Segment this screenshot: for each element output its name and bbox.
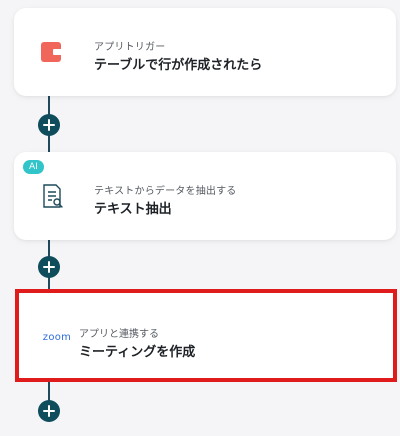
step-title: テーブルで行が作成されたら <box>94 58 263 73</box>
step-card-text-extraction[interactable]: テキストからデータを抽出する テキスト抽出 <box>14 152 396 240</box>
zoom-logo-icon: zoom <box>35 327 79 347</box>
plus-icon <box>43 405 55 417</box>
add-step-button[interactable] <box>38 256 60 278</box>
step-subtitle: テキストからデータを抽出する <box>94 186 237 197</box>
step-title: ミーティングを作成 <box>79 345 196 360</box>
zoom-logo-text: zoom <box>42 331 72 343</box>
plus-icon <box>43 261 55 273</box>
connector-line <box>48 382 50 402</box>
ai-badge: AI <box>23 160 44 174</box>
step-title: テキスト抽出 <box>94 202 172 217</box>
step-subtitle: アプリトリガー <box>94 42 166 53</box>
step-card-trigger[interactable]: アプリトリガー テーブルで行が作成されたら <box>14 8 396 96</box>
plus-icon <box>43 119 55 131</box>
coda-logo-icon <box>34 34 70 70</box>
step-subtitle: アプリと連携する <box>79 329 159 340</box>
add-step-button[interactable] <box>38 400 60 422</box>
add-step-button[interactable] <box>38 114 60 136</box>
document-search-icon <box>34 178 70 214</box>
step-card-create-meeting[interactable]: zoom アプリと連携する ミーティングを作成 <box>15 289 397 382</box>
